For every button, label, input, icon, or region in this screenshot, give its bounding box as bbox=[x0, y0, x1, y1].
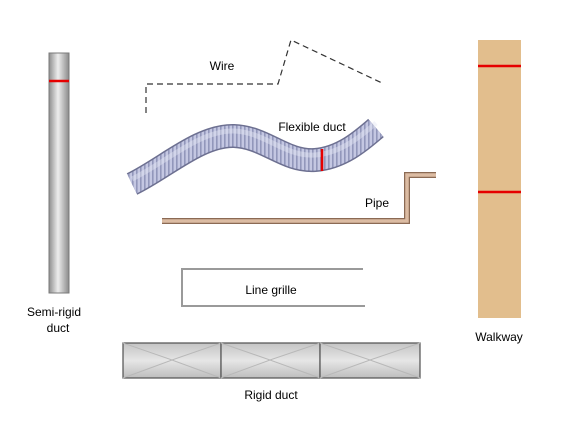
wire-label: Wire bbox=[210, 59, 235, 73]
semi-rigid-duct-label-line2: duct bbox=[47, 321, 70, 335]
walkway-label: Walkway bbox=[475, 330, 523, 344]
pipe-outline bbox=[162, 172, 436, 224]
wire-line bbox=[145, 39, 383, 113]
flexible-duct bbox=[126, 118, 384, 195]
line-grille-label: Line grille bbox=[245, 283, 297, 297]
pipe-body bbox=[162, 173, 436, 223]
semi-rigid-duct-label-line1: Semi-rigid bbox=[27, 305, 81, 319]
walkway-body bbox=[478, 40, 521, 318]
rigid-duct-label: Rigid duct bbox=[244, 388, 298, 402]
flexible-duct-body bbox=[127, 120, 383, 194]
line-grille-outline bbox=[181, 268, 365, 307]
pipe bbox=[162, 172, 436, 224]
pipe-label: Pipe bbox=[365, 196, 389, 210]
semi-rigid-duct bbox=[48, 52, 70, 294]
rigid-duct-segment bbox=[122, 342, 222, 379]
walkway bbox=[478, 40, 521, 318]
rigid-duct-segment bbox=[319, 342, 421, 379]
flexible-duct-highlight bbox=[130, 121, 378, 182]
rigid-duct-segment bbox=[220, 342, 321, 379]
line-grille bbox=[181, 268, 365, 307]
rigid-duct bbox=[122, 342, 421, 379]
flexible-duct-label: Flexible duct bbox=[278, 120, 346, 134]
semi-rigid-duct-body bbox=[48, 52, 70, 294]
